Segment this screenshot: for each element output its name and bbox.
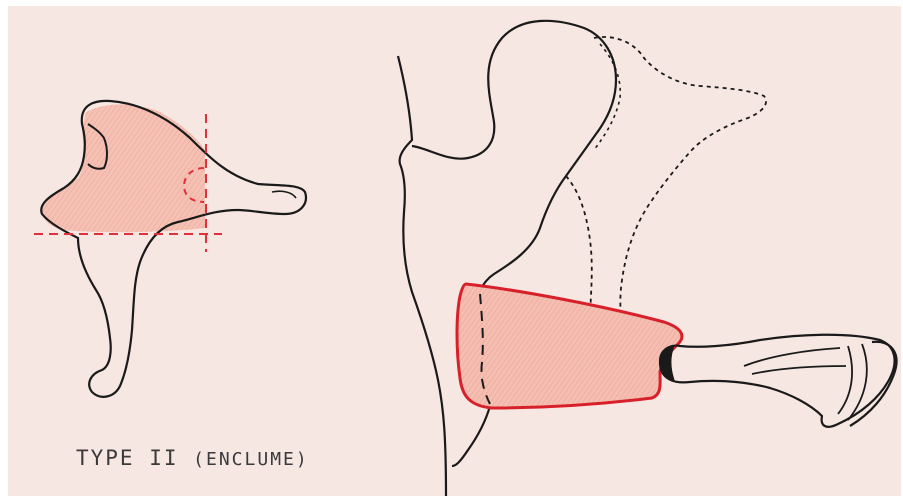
dotted-inner-curve: [594, 44, 620, 150]
caption-type-label: TYPE II: [76, 446, 179, 470]
incus-drawing: [34, 101, 306, 397]
stapes-crura: [744, 344, 867, 420]
canal-wall-outline: [398, 56, 446, 496]
caption-enclume-label: (ENCLUME): [193, 449, 309, 470]
incus-shaded-region: [42, 104, 205, 232]
malleus-handle-outline: [452, 406, 490, 466]
figure-caption: TYPE II (ENCLUME): [76, 446, 309, 470]
stapes-outline: [660, 335, 895, 427]
reconstruction-drawing: [398, 21, 897, 496]
graft-shaded-region: [457, 284, 682, 408]
incus-process-tip: [272, 191, 296, 198]
malleus-head-outline: [412, 21, 616, 310]
